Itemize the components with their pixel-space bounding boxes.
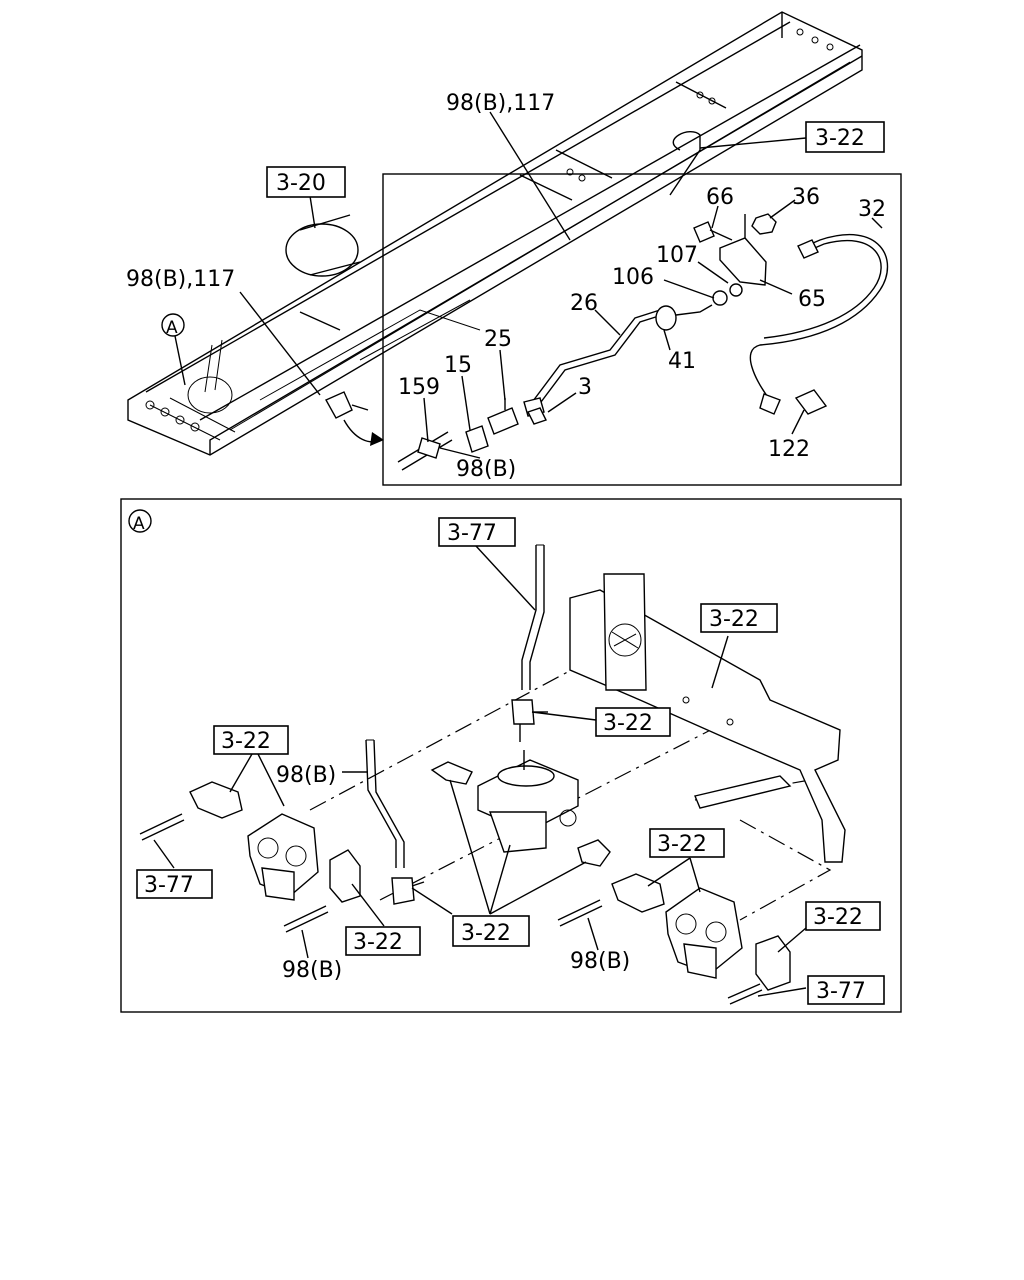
part-41-label: 41 xyxy=(668,349,696,374)
ref-3-22-center-a: 3-22 xyxy=(353,930,403,955)
ref-box-3-22-bracket xyxy=(700,603,778,633)
detail-a-leader-lines xyxy=(153,545,807,997)
ref-box-3-22-valve xyxy=(595,707,671,737)
marker-a-detail-circle xyxy=(128,509,152,533)
ref-box-3-77-left xyxy=(136,869,213,899)
inset-frame xyxy=(382,173,902,486)
marker-a-top: A xyxy=(166,318,178,338)
ref-3-22-top: 3-22 xyxy=(815,126,865,151)
marker-a-detail: A xyxy=(133,514,145,534)
ref-3-22-right-low: 3-22 xyxy=(813,905,863,930)
part-26-label: 26 xyxy=(570,291,598,316)
part-3-label: 3 xyxy=(578,375,592,400)
ref-box-3-77-right xyxy=(807,975,885,1005)
ref-3-22-center-b: 3-22 xyxy=(461,921,511,946)
inset-parts-drawing xyxy=(397,213,889,471)
detail-a-drawing xyxy=(139,544,846,1005)
part-65-label: 65 xyxy=(798,287,826,312)
ref-3-77-right: 3-77 xyxy=(816,979,866,1004)
ref-box-3-20 xyxy=(266,166,346,198)
callout-98b-117-left: 98(B),117 xyxy=(126,267,235,292)
part-122-label: 122 xyxy=(768,437,810,462)
part-25-label: 25 xyxy=(484,327,512,352)
inset-leader-lines xyxy=(423,199,883,459)
ref-3-22-right-top: 3-22 xyxy=(657,832,707,857)
part-159-label: 159 xyxy=(398,375,440,400)
detail-a-frame xyxy=(120,498,902,1013)
chassis-frame xyxy=(127,11,863,456)
label-98b-bottom-left: 98(B) xyxy=(282,958,342,983)
part-36-label: 36 xyxy=(792,185,820,210)
part-15-label: 15 xyxy=(444,353,472,378)
top-leader-lines xyxy=(174,111,807,396)
part-106-label: 106 xyxy=(612,265,654,290)
ref-box-3-22-center-b xyxy=(452,915,530,947)
ref-3-22-valve: 3-22 xyxy=(603,711,653,736)
part-98b-label: 98(B) xyxy=(456,457,516,482)
callout-98b-117-upper: 98(B),117 xyxy=(446,91,555,116)
label-98b-mid: 98(B) xyxy=(276,763,336,788)
label-98b-bottom-right: 98(B) xyxy=(570,949,630,974)
marker-a-top-circle xyxy=(161,313,185,337)
part-66-label: 66 xyxy=(706,185,734,210)
part-107-label: 107 xyxy=(656,243,698,268)
ref-3-22-left: 3-22 xyxy=(221,729,271,754)
ref-3-77-left: 3-77 xyxy=(144,873,194,898)
ref-3-20: 3-20 xyxy=(276,171,326,196)
ref-3-77-top: 3-77 xyxy=(447,521,497,546)
ref-box-3-22-center-a xyxy=(345,926,421,956)
ref-box-3-77-top xyxy=(438,517,516,547)
ref-box-3-22-left xyxy=(213,725,289,755)
part-32-label: 32 xyxy=(858,197,886,222)
ref-box-3-22-right-top xyxy=(649,828,725,858)
ref-3-22-bracket: 3-22 xyxy=(709,607,759,632)
ref-box-3-22-right-low xyxy=(805,901,881,931)
ref-box-3-22-top xyxy=(805,121,885,153)
